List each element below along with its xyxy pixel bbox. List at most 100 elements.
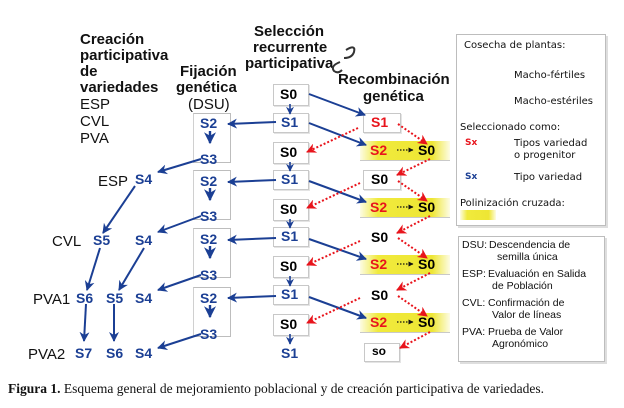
dsu-to-creation-arrows	[157, 158, 202, 350]
abbr-pva-def-line2: Agronómico	[492, 338, 549, 350]
dsu-block-box	[193, 228, 231, 278]
male-sterile-arrow	[306, 240, 361, 266]
selection-node: S1	[281, 114, 299, 130]
recombination-heading-line1: Recombinación	[338, 71, 450, 88]
legend-sx-blue-icon: Sx	[465, 172, 478, 182]
male-sterile-arrow	[396, 158, 431, 176]
selection-box	[273, 199, 309, 221]
recombination-node: S2	[370, 256, 388, 272]
selection-node: S0	[280, 86, 298, 102]
dsu-block-box	[193, 287, 231, 337]
male-fertile-arrow	[227, 118, 277, 129]
selection-node: S0	[280, 144, 298, 160]
s1-to-dsu-arrows	[227, 118, 277, 303]
recombination-node: S2	[370, 142, 388, 158]
selection-node: S0	[280, 316, 298, 332]
creation-node: S4	[135, 232, 153, 248]
creation-node: S6	[106, 345, 124, 361]
selection-box	[273, 256, 309, 278]
figure-caption-label: Figura 1.	[8, 381, 61, 396]
creation-heading-line4: variedades	[80, 79, 159, 96]
male-fertile-arrow	[227, 234, 277, 245]
legend-sx-red-icon: Sx	[465, 138, 478, 148]
advance-arrow	[118, 247, 145, 291]
recombination-node: S0	[418, 142, 436, 158]
selection-node: S0	[280, 258, 298, 274]
selection-node: S1	[281, 345, 299, 361]
advance-arrow	[84, 247, 101, 291]
male-sterile-arrow	[397, 123, 428, 145]
legend-cross-title: Polinización cruzada:	[460, 198, 565, 209]
creation-heading-line2: participativa	[80, 47, 169, 64]
creation-node: S7	[75, 345, 93, 361]
dsu-node: S2	[200, 231, 218, 247]
recombination-node: S2	[370, 314, 388, 330]
male-fertile-arrow	[227, 292, 277, 303]
legend-red-sx-desc-line1: Tipos variedad	[514, 138, 588, 149]
fixation-heading-line1: Fijación	[180, 63, 237, 80]
male-sterile-arrow	[397, 237, 428, 259]
selection-node: S1	[281, 171, 299, 187]
abbr-pva-def-line1: Prueba de Valor	[488, 326, 564, 338]
selection-heading-line3: participativa	[245, 55, 334, 72]
selection-heading-line1: Selección	[254, 23, 325, 40]
male-fertile-arrow	[227, 176, 277, 187]
cross-pollination-arrows	[397, 147, 414, 325]
legend-blue-sx-desc: Tipo variedad	[514, 172, 583, 183]
male-fertile-arrow	[308, 238, 367, 261]
cycle-arrow-bottom	[331, 61, 343, 74]
cycle-icon	[331, 46, 356, 74]
legend-panel	[456, 34, 606, 226]
cycle-arrow-top	[343, 46, 356, 59]
stage-label-esp: ESP	[98, 173, 129, 190]
advance-arrow	[79, 303, 90, 342]
recombination-node: S2	[370, 199, 388, 215]
selection-node: S1	[281, 286, 299, 302]
dsu-node: S3	[200, 208, 218, 224]
abbreviations-panel	[458, 236, 605, 362]
selection-heading-line2: recurrente	[253, 39, 328, 56]
recombination-node: so	[372, 344, 387, 358]
dsu-node: S3	[200, 267, 218, 283]
male-fertile-arrow	[308, 93, 366, 117]
selection-node: S1	[281, 228, 299, 244]
creation-stage-cvl: CVL	[80, 113, 110, 130]
recombination-box	[363, 170, 401, 190]
cross-pollination-band	[360, 313, 450, 333]
creation-node: S4	[135, 290, 153, 306]
selection-box	[273, 314, 309, 336]
figure-caption: Figura 1. Esquema general de mejoramient…	[8, 381, 544, 397]
advance-arrow	[102, 185, 136, 234]
male-sterile-arrows	[306, 123, 431, 349]
legend-male-sterile-label: Macho-estériles	[514, 96, 593, 107]
stage-label-cvl: CVL	[52, 233, 82, 250]
abbr-dsu-def-line2: semilla única	[497, 251, 558, 263]
dsu-node: S3	[200, 326, 218, 342]
stage-label-pva1: PVA1	[33, 291, 71, 308]
abbr-cvl-def-line1: Confirmación de	[488, 297, 565, 309]
legend-red-sx-desc-line2: o progenitor	[514, 150, 576, 161]
legend-harvest-title: Cosecha de plantas:	[464, 40, 566, 51]
male-sterile-arrow	[396, 272, 431, 291]
fixation-heading-line3: (DSU)	[188, 96, 230, 113]
selection-arrow	[157, 274, 202, 292]
cross-pollination-band	[360, 255, 450, 275]
creation-stage-esp: ESP	[80, 96, 111, 113]
selection-to-recombination-arrows	[308, 93, 367, 320]
male-sterile-arrow	[306, 182, 361, 209]
male-sterile-arrow	[396, 215, 431, 234]
recombination-node: S0	[371, 171, 389, 187]
cross-pollination-band	[360, 141, 450, 161]
creation-heading-line3: de	[80, 63, 98, 80]
abbr-cvl-def-line2: Valor de líneas	[492, 309, 562, 321]
male-fertile-arrow	[308, 122, 367, 147]
dsu-block-box	[193, 170, 231, 220]
dsu-node: S2	[200, 173, 218, 189]
male-sterile-arrow	[397, 295, 428, 317]
recombination-box	[364, 343, 400, 362]
selection-box	[273, 142, 309, 164]
recombination-node: S0	[418, 314, 436, 330]
abbr-pva: PVA:	[462, 326, 486, 338]
abbr-cvl: CVL:	[462, 297, 486, 309]
